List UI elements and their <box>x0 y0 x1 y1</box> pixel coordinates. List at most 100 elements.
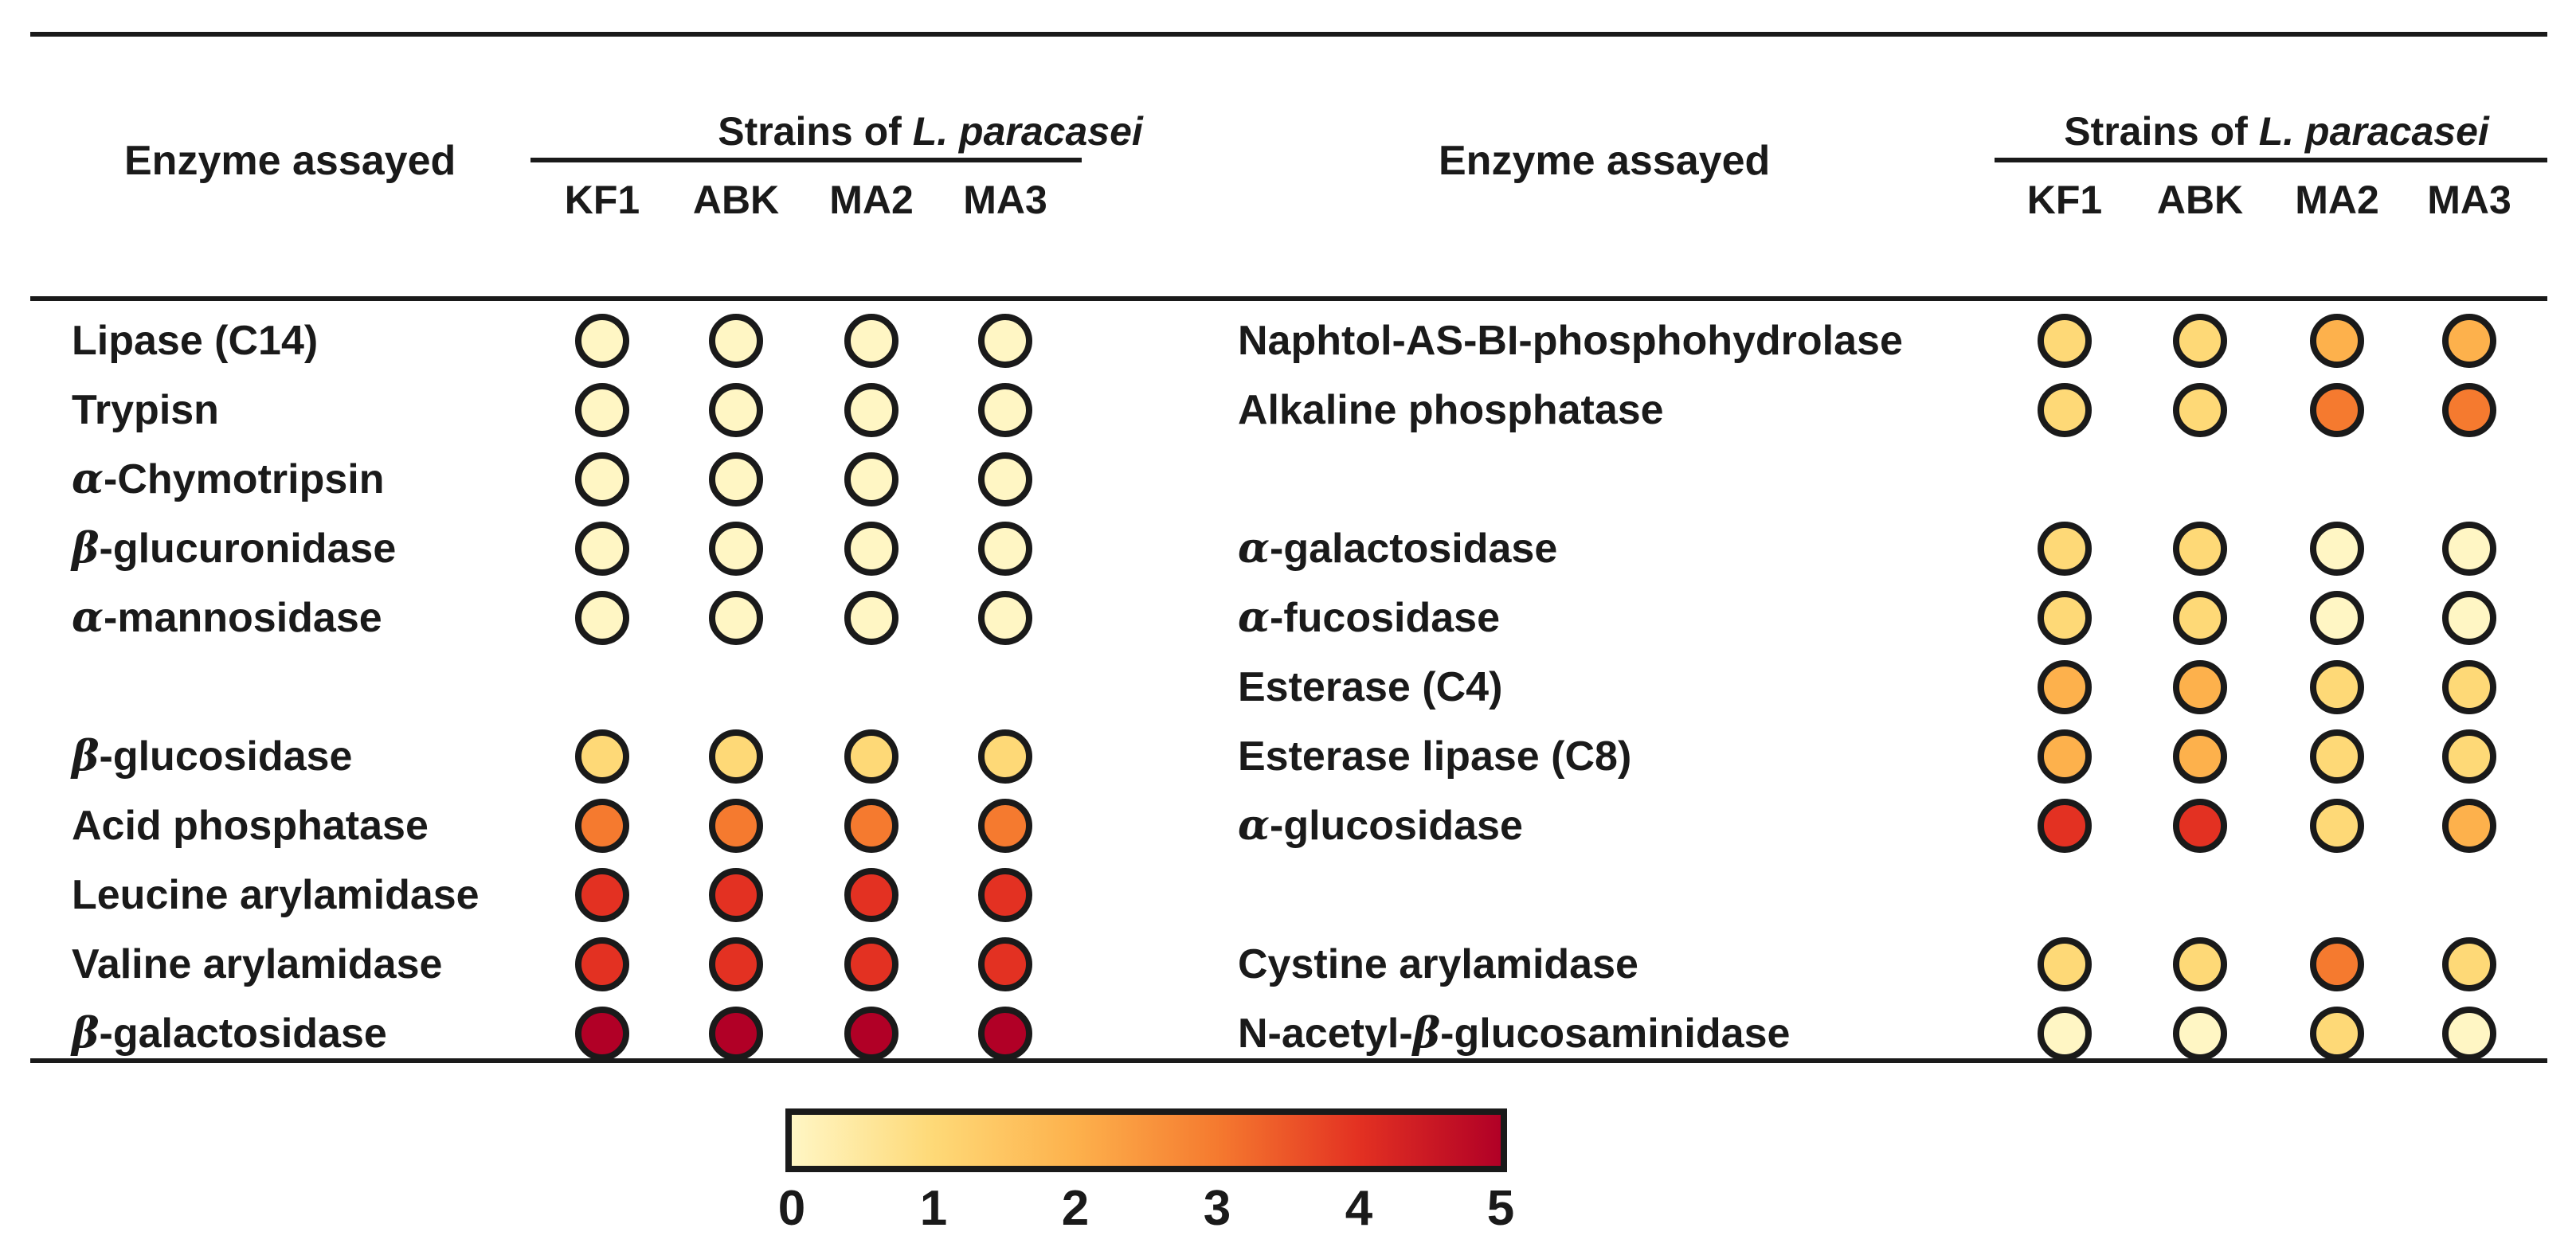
bottom-rule <box>30 1058 2547 1063</box>
row-label: Cystine arylamidase <box>1238 941 1638 987</box>
left-header-enzyme: Enzyme assayed <box>124 138 456 184</box>
heatmap-cell-kf1 <box>2038 1007 2092 1061</box>
colorbar-tick-label: 5 <box>1486 1181 1515 1236</box>
heatmap-cell-kf1 <box>2038 522 2092 576</box>
row-label: α-fucosidase <box>1238 593 1500 642</box>
colorbar <box>785 1108 1507 1172</box>
heatmap-cell-abk <box>2173 799 2227 853</box>
heatmap-cell-abk <box>709 383 763 437</box>
heatmap-cell-kf1 <box>575 729 629 784</box>
colorbar-tick-label: 0 <box>777 1181 806 1236</box>
column-header-ma2: MA2 <box>829 178 914 222</box>
heatmap-cell-kf1 <box>2038 314 2092 368</box>
heatmap-cell-abk <box>709 452 763 506</box>
column-header-abk: ABK <box>2156 178 2244 222</box>
colorbar-tick-label: 4 <box>1345 1181 1373 1236</box>
column-header-ma3: MA3 <box>2427 178 2511 222</box>
row-label: Alkaline phosphatase <box>1238 387 1664 433</box>
heatmap-cell-ma3 <box>978 383 1032 437</box>
heatmap-cell-abk <box>709 522 763 576</box>
heatmap-cell-kf1 <box>575 937 629 991</box>
heatmap-cell-kf1 <box>575 1007 629 1061</box>
row-label: β-glucuronidase <box>72 524 397 573</box>
heatmap-cell-kf1 <box>575 799 629 853</box>
right-strains-title: Strains of L. paracasei <box>2064 109 2489 154</box>
heatmap-cell-ma2 <box>2310 937 2364 991</box>
heatmap-cell-ma3 <box>978 799 1032 853</box>
heatmap-cell-abk <box>2173 729 2227 784</box>
row-label: Esterase (C4) <box>1238 664 1503 710</box>
heatmap-cell-ma3 <box>2442 591 2496 645</box>
heatmap-cell-ma3 <box>978 452 1032 506</box>
heatmap-cell-ma2 <box>844 868 898 922</box>
row-label: Naphtol-AS-BI-phosphohydrolase <box>1238 318 1903 364</box>
heatmap-cell-ma2 <box>844 383 898 437</box>
heatmap-cell-kf1 <box>2038 937 2092 991</box>
heatmap-cell-ma3 <box>978 729 1032 784</box>
column-header-kf1: KF1 <box>564 178 640 222</box>
row-label: α-mannosidase <box>72 593 382 642</box>
heatmap-cell-ma2 <box>844 937 898 991</box>
row-label: Esterase lipase (C8) <box>1238 733 1632 780</box>
heatmap-cell-ma2 <box>2310 522 2364 576</box>
heatmap-cell-ma2 <box>2310 729 2364 784</box>
colorbar-tick-label: 2 <box>1061 1181 1090 1236</box>
heatmap-cell-ma2 <box>844 1007 898 1061</box>
heatmap-cell-ma2 <box>2310 660 2364 714</box>
heatmap-cell-ma3 <box>978 314 1032 368</box>
top-rule <box>30 32 2547 37</box>
heatmap-cell-ma2 <box>2310 799 2364 853</box>
row-label: α-glucosidase <box>1238 801 1523 850</box>
heatmap-cell-abk <box>2173 660 2227 714</box>
heatmap-cell-abk <box>2173 1007 2227 1061</box>
heatmap-cell-abk <box>709 799 763 853</box>
heatmap-cell-abk <box>709 729 763 784</box>
row-label: Valine arylamidase <box>72 941 443 987</box>
heatmap-cell-ma2 <box>844 591 898 645</box>
heatmap-cell-ma3 <box>2442 660 2496 714</box>
colorbar-tick-label: 3 <box>1203 1181 1231 1236</box>
heatmap-cell-abk <box>2173 383 2227 437</box>
row-label: Leucine arylamidase <box>72 872 480 918</box>
heatmap-cell-ma3 <box>2442 937 2496 991</box>
row-label: Trypisn <box>72 387 219 433</box>
heatmap-cell-ma2 <box>844 729 898 784</box>
heatmap-cell-abk <box>709 591 763 645</box>
heatmap-cell-kf1 <box>2038 383 2092 437</box>
row-label: N-acetyl-β-glucosaminidase <box>1238 1009 1791 1058</box>
heatmap-cell-ma2 <box>844 314 898 368</box>
heatmap-cell-ma2 <box>2310 383 2364 437</box>
column-header-abk: ABK <box>692 178 780 222</box>
heatmap-cell-ma2 <box>844 522 898 576</box>
heatmap-cell-kf1 <box>2038 799 2092 853</box>
heatmap-cell-abk <box>2173 591 2227 645</box>
header-rule <box>30 296 2547 301</box>
heatmap-cell-ma3 <box>2442 799 2496 853</box>
colorbar-tick-label: 1 <box>919 1181 948 1236</box>
heatmap-cell-abk <box>709 314 763 368</box>
heatmap-cell-abk <box>709 868 763 922</box>
column-header-kf1: KF1 <box>2026 178 2103 222</box>
heatmap-cell-kf1 <box>2038 660 2092 714</box>
heatmap-cell-kf1 <box>575 591 629 645</box>
heatmap-cell-kf1 <box>575 383 629 437</box>
row-label: β-galactosidase <box>72 1009 387 1058</box>
heatmap-cell-ma2 <box>2310 591 2364 645</box>
heatmap-cell-ma2 <box>2310 314 2364 368</box>
heatmap-cell-abk <box>2173 314 2227 368</box>
row-label: Acid phosphatase <box>72 803 429 849</box>
heatmap-cell-kf1 <box>575 522 629 576</box>
heatmap-cell-abk <box>709 1007 763 1061</box>
heatmap-cell-ma2 <box>844 799 898 853</box>
row-label: β-glucosidase <box>72 732 353 780</box>
right-strains-underline <box>1995 158 2547 162</box>
heatmap-cell-kf1 <box>575 868 629 922</box>
right-header-enzyme: Enzyme assayed <box>1439 138 1771 184</box>
heatmap-cell-kf1 <box>2038 729 2092 784</box>
heatmap-cell-ma3 <box>978 937 1032 991</box>
heatmap-cell-ma3 <box>978 1007 1032 1061</box>
heatmap-cell-ma3 <box>2442 522 2496 576</box>
row-label: Lipase (C14) <box>72 318 319 364</box>
heatmap-cell-ma3 <box>978 868 1032 922</box>
heatmap-cell-ma3 <box>2442 314 2496 368</box>
